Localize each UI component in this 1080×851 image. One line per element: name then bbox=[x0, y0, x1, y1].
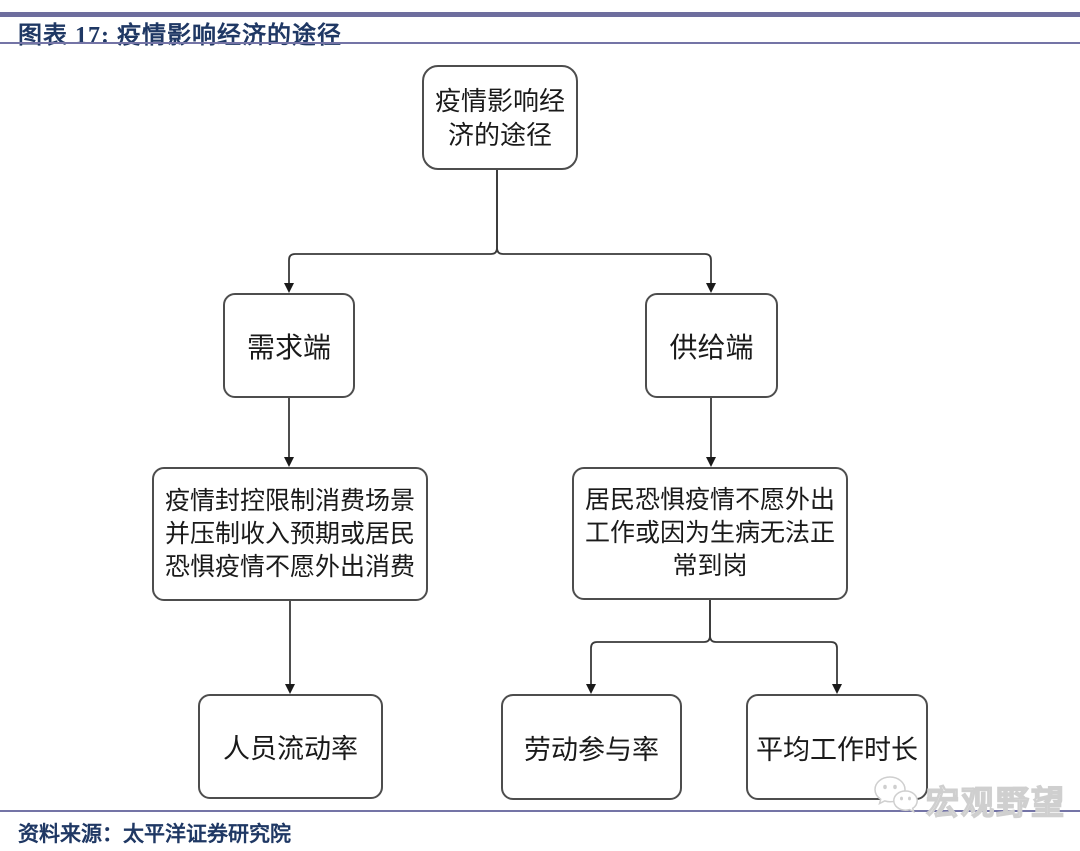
flow-node-root-label: 疫情影响经济的途径 bbox=[434, 85, 565, 150]
connector-detail-to-participation bbox=[586, 600, 711, 694]
flow-node-mobility-label: 人员流动率 bbox=[223, 734, 358, 764]
footer-rule bbox=[0, 810, 1080, 812]
connector-detail-to-workhours bbox=[709, 600, 842, 694]
watermark-text: 宏观野望 bbox=[925, 783, 1066, 821]
connector-detail-to-mobility bbox=[285, 601, 295, 694]
flow-node-demand-detail-label: 疫情封控限制消费场景并压制收入预期或居民恐惧疫情不愿外出消费 bbox=[164, 486, 415, 581]
figure-source: 资料来源：太平洋证券研究院 bbox=[18, 822, 291, 846]
watermark: 宏观野望 bbox=[872, 774, 1066, 825]
connector-root-to-demand bbox=[284, 170, 498, 293]
flow-node-participation-label: 劳动参与率 bbox=[524, 734, 659, 765]
connector-supply-to-detail bbox=[706, 398, 716, 467]
connector-demand-to-detail bbox=[284, 398, 294, 467]
top-rule bbox=[0, 12, 1080, 17]
flow-node-root: 疫情影响经济的途径 bbox=[422, 65, 578, 170]
flow-node-supply-label: 供给端 bbox=[669, 331, 754, 363]
flow-node-demand-detail: 疫情封控限制消费场景并压制收入预期或居民恐惧疫情不愿外出消费 bbox=[152, 467, 428, 601]
flow-node-demand-side: 需求端 bbox=[223, 293, 355, 398]
connector-root-to-supply bbox=[496, 170, 716, 293]
flow-node-supply-side: 供给端 bbox=[645, 293, 778, 398]
title-underline bbox=[0, 42, 1080, 44]
flow-node-labor-participation: 劳动参与率 bbox=[501, 694, 682, 800]
flow-node-demand-label: 需求端 bbox=[246, 331, 331, 363]
wechat-chat-bubbles-icon bbox=[872, 774, 920, 825]
figure-title: 图表 17: 疫情影响经济的途径 bbox=[18, 23, 342, 49]
flow-node-supply-detail-label: 居民恐惧疫情不愿外出工作或因为生病无法正常到岗 bbox=[584, 486, 835, 580]
flow-node-supply-detail: 居民恐惧疫情不愿外出工作或因为生病无法正常到岗 bbox=[572, 467, 848, 600]
flow-node-work-hours-label: 平均工作时长 bbox=[756, 734, 918, 765]
flow-node-mobility-rate: 人员流动率 bbox=[198, 694, 383, 799]
